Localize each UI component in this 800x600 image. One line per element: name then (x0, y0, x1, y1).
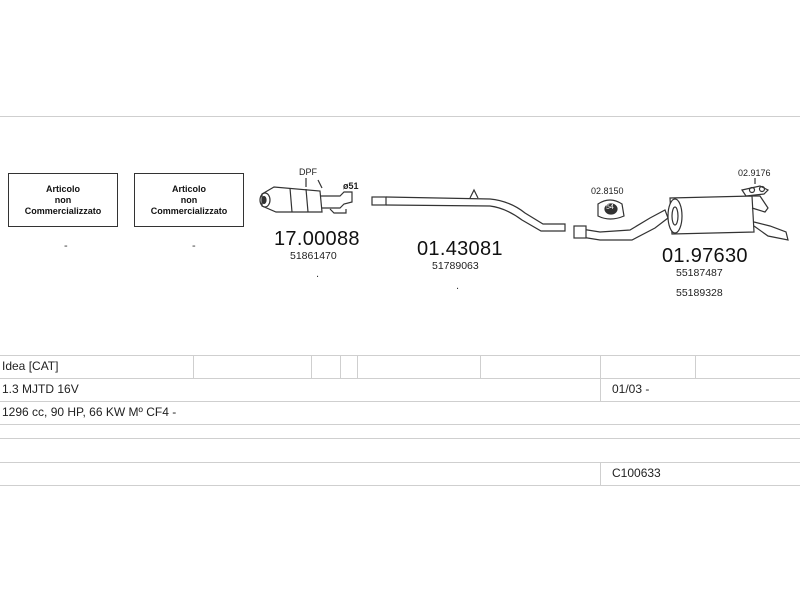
oe-number-rear-1: 55187487 (676, 267, 723, 279)
not-marketed-line3: Commercializzato (24, 205, 102, 216)
table-col-4 (357, 355, 358, 378)
hanger-label: 02.9176 (738, 168, 771, 178)
system-code: C100633 (612, 466, 661, 480)
not-marketed-dash-2: - (192, 240, 196, 252)
part-number-rear: 01.97630 (662, 245, 748, 267)
table-col-5 (480, 355, 481, 378)
middle-dot: . (456, 280, 460, 292)
table-col-2 (311, 355, 312, 378)
table-line-5 (0, 438, 800, 439)
top-border (0, 116, 800, 117)
table-col-8 (600, 462, 601, 485)
dpf-label: DPF (299, 167, 317, 177)
not-marketed-line1: Articolo (171, 183, 206, 194)
engine-type: 1.3 MJTD 16V (2, 382, 79, 396)
dpf-drawing (259, 178, 353, 214)
table-line-6 (0, 462, 800, 463)
table-col-3 (340, 355, 341, 378)
middle-pipe-drawing (371, 188, 566, 232)
not-marketed-line1: Articolo (45, 183, 80, 194)
not-marketed-box-1: Articolo non Commercializzato (8, 173, 118, 227)
table-line-1 (0, 355, 800, 356)
production-date: 01/03 - (612, 382, 650, 396)
not-marketed-line2: non (54, 194, 72, 205)
diameter-label: ø51 (343, 181, 359, 191)
clamp-label: 02.8150 (591, 186, 624, 196)
clamp-size-label: 54 (606, 204, 614, 211)
exhaust-diagram (259, 178, 789, 241)
rear-silencer-drawing (573, 195, 789, 241)
oe-number-dpf: 51861470 (290, 250, 337, 262)
vehicle-model: Idea [CAT] (2, 359, 59, 373)
dpf-dot: . (316, 268, 320, 280)
engine-spec: 1296 cc, 90 HP, 66 KW Mº CF4 - (2, 405, 177, 419)
clamp-drawing (597, 199, 625, 220)
not-marketed-line2: non (180, 194, 198, 205)
table-line-3 (0, 401, 800, 402)
not-marketed-dash-1: - (64, 240, 68, 252)
table-line-2 (0, 378, 800, 379)
table-col-6 (600, 355, 601, 401)
table-line-7 (0, 485, 800, 486)
oe-number-middle: 51789063 (432, 260, 479, 272)
table-col-1 (193, 355, 194, 378)
oe-number-rear-2: 55189328 (676, 287, 723, 299)
hanger-drawing (741, 178, 770, 197)
part-number-dpf: 17.00088 (274, 228, 360, 250)
table-line-4 (0, 424, 800, 425)
part-number-middle: 01.43081 (417, 238, 503, 260)
table-col-7 (695, 355, 696, 378)
not-marketed-box-2: Articolo non Commercializzato (134, 173, 244, 227)
not-marketed-line3: Commercializzato (150, 205, 228, 216)
